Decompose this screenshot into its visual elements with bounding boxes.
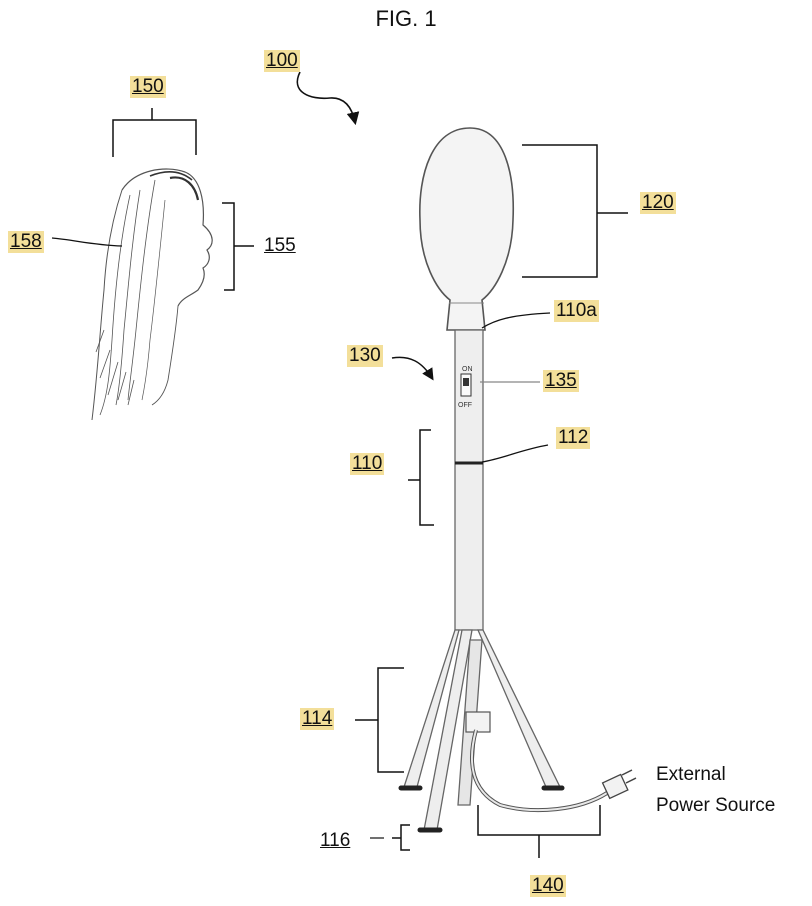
power-source-line2: Power Source <box>656 795 776 816</box>
label-150: 150 <box>130 76 166 98</box>
bracket-114 <box>355 667 404 773</box>
power-plug <box>601 769 637 800</box>
label-120: 120 <box>640 192 676 214</box>
label-135: 135 <box>543 370 579 392</box>
bracket-110 <box>408 429 434 526</box>
label-140: 140 <box>530 875 566 897</box>
switch-off-text: OFF <box>458 402 472 409</box>
shaft-illustration <box>454 329 484 631</box>
label-100: 100 <box>264 50 300 72</box>
label-116: 116 <box>320 830 351 851</box>
power-source-line1: External <box>656 764 726 785</box>
power-box <box>465 711 491 733</box>
leader-110a <box>481 312 551 329</box>
bracket-120 <box>522 144 628 278</box>
head-illustration <box>91 168 213 421</box>
label-130: 130 <box>347 345 383 367</box>
arrow-100 <box>296 71 360 126</box>
leader-112 <box>481 444 549 463</box>
label-110: 110 <box>350 453 385 475</box>
figure-title: FIG. 1 <box>375 6 437 31</box>
power-cord <box>469 729 609 813</box>
leader-158 <box>51 237 123 247</box>
bracket-155 <box>222 202 254 291</box>
bulb-illustration <box>419 127 515 331</box>
label-155: 155 <box>264 235 296 256</box>
bracket-140 <box>477 805 601 858</box>
label-112: 112 <box>556 427 591 449</box>
leg-feet <box>398 785 565 833</box>
switch-on-text: ON <box>462 366 473 373</box>
label-110a: 110a <box>554 300 599 322</box>
label-158: 158 <box>8 231 44 253</box>
bracket-150 <box>112 108 197 157</box>
label-114: 114 <box>300 708 335 730</box>
bracket-116 <box>370 824 410 851</box>
arrow-130 <box>391 356 434 381</box>
